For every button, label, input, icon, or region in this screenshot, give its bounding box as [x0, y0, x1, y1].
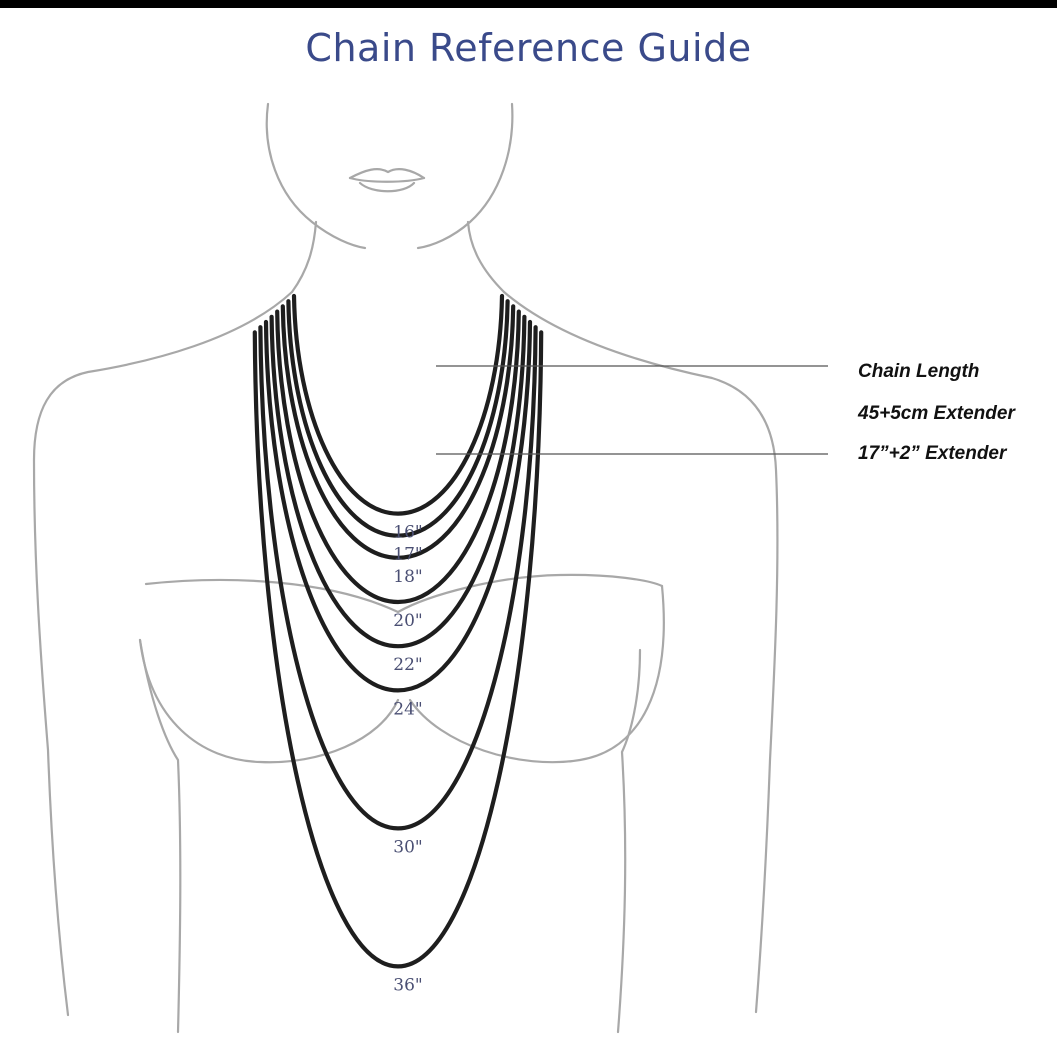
arm-left-inner	[138, 638, 182, 1034]
shoulder-right-outline	[502, 290, 779, 1014]
breast-left-outline	[138, 638, 400, 764]
breast-right-outline	[408, 584, 665, 764]
chain-22in	[269, 314, 527, 649]
page-title: Chain Reference Guide	[305, 26, 752, 70]
face-right-outline	[416, 102, 514, 250]
legend-inch-extender: 17”+2” Extender	[858, 443, 1007, 464]
chain-16in	[291, 293, 505, 516]
chains-group	[252, 293, 544, 969]
length-label-16in: 16"	[393, 523, 422, 543]
length-label-36in: 36"	[393, 975, 422, 995]
chest-line	[144, 573, 664, 614]
lips-lower	[358, 181, 416, 193]
face-left-outline	[265, 102, 367, 250]
length-label-20in: 20"	[393, 611, 422, 631]
shoulder-left-outline	[32, 290, 294, 1017]
length-label-17in: 17"	[393, 545, 422, 565]
lips-upper	[348, 168, 426, 180]
neck-right-outline	[466, 220, 506, 294]
lips-mid	[348, 176, 426, 183]
length-label-24in: 24"	[393, 699, 422, 719]
chain-24in	[263, 319, 533, 693]
neck-left-outline	[290, 220, 318, 294]
chain-18in	[280, 304, 516, 560]
legend-pointer-lines	[436, 365, 828, 455]
chain-20in	[275, 309, 521, 605]
arm-right-inner	[616, 648, 642, 1034]
legend-chain-length: Chain Length	[858, 361, 980, 382]
top-border	[0, 0, 1057, 8]
body-outline	[32, 102, 779, 1034]
legend-metric-extender: 45+5cm Extender	[858, 403, 1015, 424]
chain-36in	[252, 330, 544, 969]
chain-30in	[258, 325, 538, 831]
length-label-22in: 22"	[393, 655, 422, 675]
length-labels: 16"17"18" 20" 22" 24" 30" 36"	[393, 523, 422, 996]
length-label-30in: 30"	[393, 837, 422, 857]
chain-17in	[286, 299, 510, 538]
length-label-18in: 18"	[393, 567, 422, 587]
